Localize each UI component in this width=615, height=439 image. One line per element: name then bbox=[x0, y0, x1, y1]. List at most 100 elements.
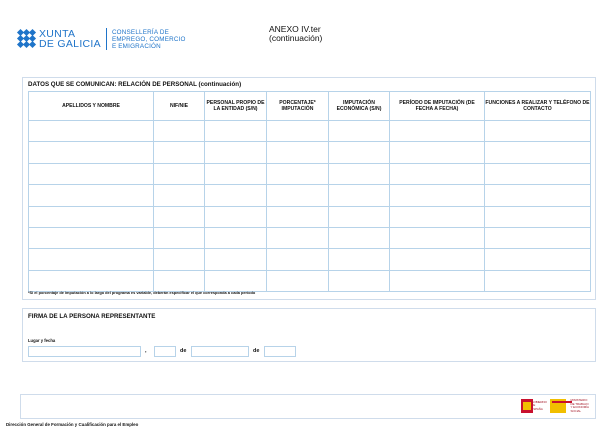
table-cell[interactable] bbox=[484, 141, 591, 164]
table-cell[interactable] bbox=[204, 269, 267, 293]
table-cell[interactable] bbox=[484, 205, 591, 228]
department-line: CONSELLERÍA DE bbox=[111, 28, 169, 36]
logo-line1: XUNTA bbox=[39, 28, 76, 40]
table-cell[interactable] bbox=[389, 269, 485, 293]
table-cell[interactable] bbox=[328, 269, 390, 293]
table-row bbox=[28, 269, 591, 293]
table-cell[interactable] bbox=[204, 184, 267, 207]
annex-subtitle: (continuación) bbox=[269, 33, 323, 43]
table-cell[interactable] bbox=[153, 226, 205, 250]
table-cell[interactable] bbox=[389, 248, 485, 271]
table-cell[interactable] bbox=[328, 119, 390, 143]
table-cell[interactable] bbox=[153, 184, 205, 207]
table-cell[interactable] bbox=[484, 162, 591, 186]
gobierno-line: GOBIERNO bbox=[531, 399, 547, 404]
table-cell[interactable] bbox=[266, 184, 329, 207]
day-field[interactable] bbox=[154, 346, 176, 357]
table-cell[interactable] bbox=[28, 119, 154, 143]
table-row bbox=[28, 226, 591, 250]
table-cell[interactable] bbox=[389, 162, 485, 186]
table-cell[interactable] bbox=[28, 205, 154, 228]
column-header-name: APELLIDOS Y NOMBRE bbox=[28, 91, 154, 121]
table-cell[interactable] bbox=[484, 226, 591, 250]
table-cell[interactable] bbox=[328, 248, 390, 271]
de-separator: de bbox=[253, 348, 260, 354]
table-cell[interactable] bbox=[153, 141, 205, 164]
ministry-line: MINISTERIO bbox=[570, 398, 588, 402]
table-cell[interactable] bbox=[328, 226, 390, 250]
table-header-row: APELLIDOS Y NOMBRE NIF/NIE PERSONAL PROP… bbox=[28, 91, 591, 121]
table-cell[interactable] bbox=[389, 184, 485, 207]
table-cell[interactable] bbox=[204, 141, 267, 164]
column-header-own-staff: PERSONAL PROPIO DE LA ENTIDAD (S/N) bbox=[204, 91, 267, 121]
gobierno-text: GOBIERNO DE ESPAÑA bbox=[531, 399, 547, 412]
ministry-line: Y ECONOMÍA SOCIAL bbox=[570, 405, 589, 413]
column-header-percentage: PORCENTAJE* IMPUTACIÓN bbox=[266, 91, 329, 121]
table-cell[interactable] bbox=[204, 162, 267, 186]
table-cell[interactable] bbox=[28, 162, 154, 186]
footer-panel: GOBIERNO DE ESPAÑA MINISTERIO DE TRABAJO… bbox=[20, 394, 596, 419]
table-cell[interactable] bbox=[266, 141, 329, 164]
gobierno-logo: GOBIERNO DE ESPAÑA MINISTERIO DE TRABAJO… bbox=[521, 397, 591, 415]
table-cell[interactable] bbox=[266, 162, 329, 186]
table-cell[interactable] bbox=[204, 205, 267, 228]
section-title: DATOS QUE SE COMUNICAN: RELACIÓN DE PERS… bbox=[28, 81, 242, 88]
comma-separator: , bbox=[145, 348, 147, 354]
agency-name: Dirección General de Formación y Cualifi… bbox=[6, 422, 139, 427]
table-cell[interactable] bbox=[484, 119, 591, 143]
table-row bbox=[28, 119, 591, 143]
table-cell[interactable] bbox=[266, 248, 329, 271]
table-cell[interactable] bbox=[266, 226, 329, 250]
table-cell[interactable] bbox=[28, 141, 154, 164]
department-line: E EMIGRACIÓN bbox=[111, 42, 161, 50]
table-cell[interactable] bbox=[484, 269, 591, 293]
month-field[interactable] bbox=[191, 346, 249, 357]
table-cell[interactable] bbox=[28, 226, 154, 250]
table-cell[interactable] bbox=[153, 269, 205, 293]
logo-line2: DE GALICIA bbox=[39, 38, 101, 50]
table-cell[interactable] bbox=[389, 141, 485, 164]
table-cell[interactable] bbox=[153, 119, 205, 143]
table-cell[interactable] bbox=[266, 205, 329, 228]
place-field[interactable] bbox=[28, 346, 141, 357]
table-cell[interactable] bbox=[328, 205, 390, 228]
table-cell[interactable] bbox=[484, 184, 591, 207]
table-cell[interactable] bbox=[153, 162, 205, 186]
column-header-economic-imputation: IMPUTACIÓN ECONÓMICA (S/N) bbox=[328, 91, 390, 121]
year-field[interactable] bbox=[264, 346, 296, 357]
table-cell[interactable] bbox=[28, 269, 154, 293]
table-cell[interactable] bbox=[204, 248, 267, 271]
table-cell[interactable] bbox=[389, 205, 485, 228]
table-cell[interactable] bbox=[389, 119, 485, 143]
table-cell[interactable] bbox=[204, 119, 267, 143]
table-cell[interactable] bbox=[266, 119, 329, 143]
table-cell[interactable] bbox=[389, 226, 485, 250]
table-cell[interactable] bbox=[328, 184, 390, 207]
department-line: EMPREGO, COMERCIO bbox=[111, 35, 186, 43]
table-cell[interactable] bbox=[266, 269, 329, 293]
table-cell[interactable] bbox=[328, 141, 390, 164]
xunta-logo: XUNTA DE GALICIA CONSELLERÍA DE EMPREGO,… bbox=[16, 26, 186, 52]
column-header-period: PERÍODO DE IMPUTACIÓN (DE FECHA A FECHA) bbox=[389, 91, 485, 121]
percentage-footnote: *Si el porcentaje de imputación a lo lar… bbox=[28, 290, 256, 295]
gobierno-line: DE ESPAÑA bbox=[531, 403, 543, 411]
personnel-table: APELLIDOS Y NOMBRE NIF/NIE PERSONAL PROP… bbox=[28, 91, 591, 293]
signature-section: FIRMA DE LA PERSONA REPRESENTANTE Lugar … bbox=[22, 308, 596, 362]
table-cell[interactable] bbox=[328, 162, 390, 186]
table-cell[interactable] bbox=[28, 248, 154, 271]
table-cell[interactable] bbox=[153, 248, 205, 271]
annex-title: ANEXO IV.ter bbox=[269, 24, 321, 34]
personnel-table-body bbox=[28, 119, 591, 293]
table-cell[interactable] bbox=[484, 248, 591, 271]
table-cell[interactable] bbox=[204, 226, 267, 250]
table-cell[interactable] bbox=[28, 184, 154, 207]
table-cell[interactable] bbox=[153, 205, 205, 228]
table-row bbox=[28, 205, 591, 228]
ministry-text: MINISTERIO DE TRABAJO Y ECONOMÍA SOCIAL bbox=[570, 398, 591, 413]
page-header: XUNTA DE GALICIA CONSELLERÍA DE EMPREGO,… bbox=[0, 0, 615, 62]
section-title: FIRMA DE LA PERSONA REPRESENTANTE bbox=[28, 313, 156, 320]
xunta-wordmark: XUNTA DE GALICIA bbox=[39, 28, 101, 50]
ministry-line: DE TRABAJO bbox=[570, 401, 589, 406]
table-row bbox=[28, 184, 591, 207]
place-date-label: Lugar y fecha bbox=[28, 338, 56, 343]
